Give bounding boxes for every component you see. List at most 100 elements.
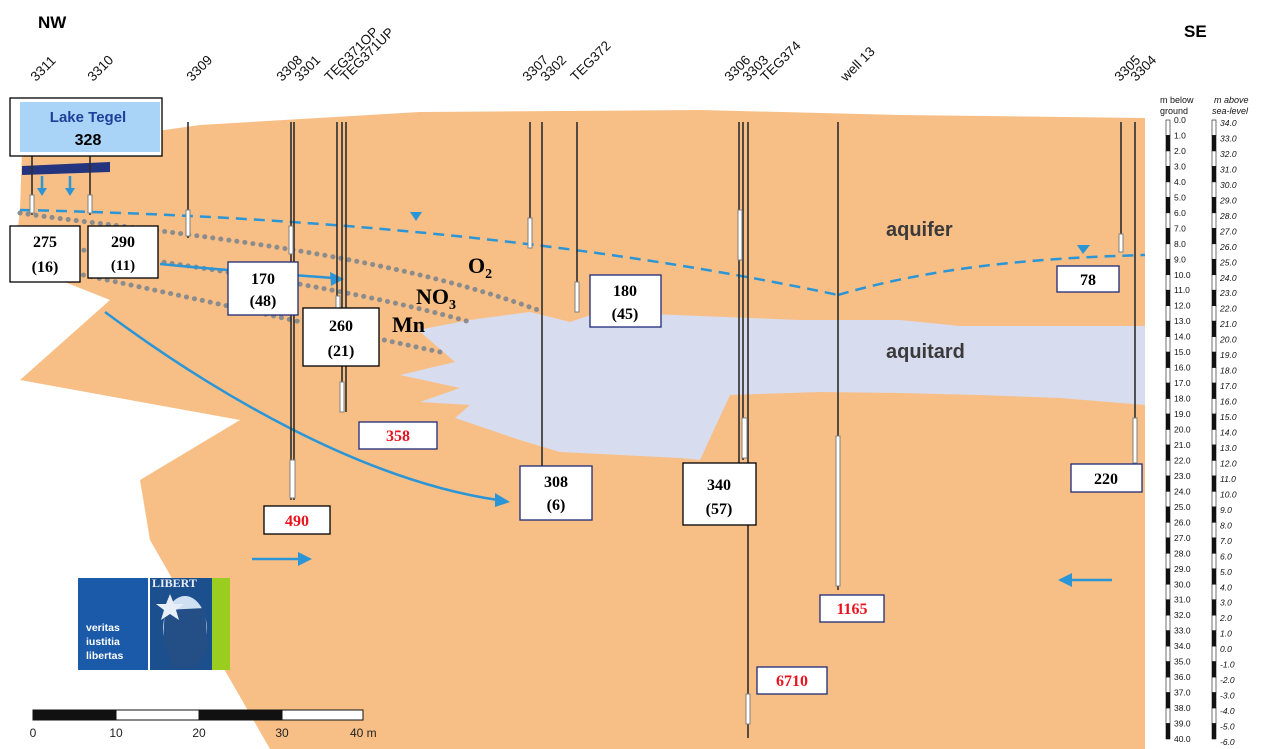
depth-scale-segment-below [1166, 244, 1170, 259]
well-3307-screen [528, 218, 532, 248]
depth-scale-segment-above [1212, 491, 1216, 506]
depth-tick-above: 29.0 [1219, 195, 1237, 205]
value-box-358: 358 [359, 422, 437, 449]
depth-tick-below: 22.0 [1174, 455, 1191, 465]
depth-scale-segment-above [1212, 693, 1216, 708]
depth-scale-segment-below [1166, 693, 1170, 708]
depth-scale-segment-above [1212, 275, 1216, 290]
logo-seal-body [163, 608, 208, 668]
well-3303-screen [742, 418, 747, 458]
well-3301-screen [289, 226, 293, 254]
well-3311-screen [30, 195, 34, 213]
depth-header-above-2: sea-level [1212, 106, 1249, 116]
depth-scale-segment-below [1166, 135, 1170, 150]
well-label-3309: 3309 [184, 52, 216, 84]
depth-tick-above: 0.0 [1220, 644, 1232, 654]
orientation-nw-label: NW [38, 13, 67, 32]
depth-tick-below: 20.0 [1174, 425, 1191, 435]
depth-scale-segment-below [1166, 259, 1170, 274]
depth-scale-segment-above [1212, 553, 1216, 568]
logo-banner-text: LIBERT [152, 576, 197, 590]
depth-tick-above: 13.0 [1220, 443, 1237, 453]
depth-scale-segment-above [1212, 368, 1216, 383]
depth-scale-segment-below [1166, 414, 1170, 429]
depth-header-above-1: m above [1214, 95, 1249, 105]
depth-tick-below: 0.0 [1174, 115, 1186, 125]
depth-scale-segment-below [1166, 430, 1170, 445]
depth-scale-segment-above [1212, 445, 1216, 460]
depth-tick-above: 5.0 [1220, 567, 1232, 577]
depth-tick-below: 29.0 [1174, 564, 1191, 574]
depth-scale-segment-below [1166, 662, 1170, 677]
depth-tick-above: 14.0 [1220, 428, 1237, 438]
value-box-3304: 220 [1071, 464, 1142, 492]
depth-tick-below: 7.0 [1174, 223, 1186, 233]
depth-scale-segment-above [1212, 151, 1216, 166]
depth-tick-below: 5.0 [1174, 192, 1186, 202]
depth-tick-below: 15.0 [1174, 347, 1191, 357]
depth-tick-above: 16.0 [1220, 397, 1237, 407]
scale-bar-segment [199, 710, 282, 720]
depth-scale-segment-below [1166, 615, 1170, 630]
value-main: 290 [111, 234, 135, 251]
depth-tick-above: 9.0 [1220, 505, 1232, 515]
value-box-3302: 308 (6) [520, 466, 592, 520]
well-teg372-screen [575, 282, 579, 312]
value-sub: (21) [328, 343, 355, 360]
scale-bar-segment [116, 710, 199, 720]
value-box-3308-deep: 490 [264, 506, 330, 534]
value-sub: (11) [111, 258, 135, 274]
depth-scale-segment-below [1166, 290, 1170, 305]
depth-tick-above: -4.0 [1220, 706, 1235, 716]
depth-scale-segment-below [1166, 182, 1170, 197]
depth-tick-below: 3.0 [1174, 161, 1186, 171]
value-box-3310: 290 (11) [88, 226, 158, 278]
depth-tick-below: 6.0 [1174, 208, 1186, 218]
depth-scale-segment-above [1212, 507, 1216, 522]
well-teg374-screen [746, 694, 750, 724]
depth-tick-below: 25.0 [1174, 502, 1191, 512]
depth-tick-below: 36.0 [1174, 672, 1191, 682]
lake-tegel-value: 328 [75, 132, 102, 149]
depth-tick-above: 26.0 [1219, 242, 1237, 252]
depth-tick-above: 30.0 [1220, 180, 1237, 190]
depth-tick-below: 39.0 [1174, 719, 1191, 729]
depth-tick-below: 31.0 [1174, 595, 1191, 605]
depth-tick-above: -1.0 [1220, 660, 1235, 670]
value-sub: (57) [706, 501, 733, 518]
value-main: 180 [613, 283, 637, 300]
depth-tick-above: 4.0 [1220, 582, 1232, 592]
depth-scale-segment-below [1166, 368, 1170, 383]
depth-tick-above: 15.0 [1220, 412, 1237, 422]
depth-tick-below: 4.0 [1174, 177, 1186, 187]
depth-tick-below: 38.0 [1174, 703, 1191, 713]
scale-bar-tick-40: 40 m [350, 726, 377, 740]
lake-tegel-name: Lake Tegel [50, 109, 126, 126]
depth-tick-below: 11.0 [1174, 285, 1190, 295]
depth-scale-segment-above [1212, 584, 1216, 599]
value-sub: (48) [250, 293, 277, 310]
well-label-3311: 3311 [28, 53, 59, 84]
depth-scale-segment-above [1212, 213, 1216, 228]
depth-scale-segment-above [1212, 414, 1216, 429]
depth-tick-above: -6.0 [1220, 737, 1235, 747]
depth-tick-above: 17.0 [1220, 381, 1237, 391]
value-main-red: 358 [386, 428, 410, 445]
depth-tick-below: 17.0 [1174, 378, 1191, 388]
depth-scale-segment-above [1212, 522, 1216, 537]
well-3304-screen [1133, 418, 1137, 463]
depth-tick-above: 12.0 [1220, 458, 1237, 468]
depth-scale-segment-above [1212, 166, 1216, 181]
value-main: 78 [1080, 272, 1096, 289]
scale-bar-tick-20: 20 [192, 726, 206, 740]
depth-scale-segment-above [1212, 430, 1216, 445]
depth-scale-segment-above [1212, 600, 1216, 615]
depth-tick-below: 32.0 [1174, 610, 1191, 620]
depth-tick-below: 21.0 [1174, 440, 1191, 450]
depth-scale-segment-above [1212, 321, 1216, 336]
depth-scale-segment-above [1212, 120, 1216, 135]
depth-tick-above: 23.0 [1219, 288, 1237, 298]
well-3308-screen [290, 460, 295, 498]
depth-tick-above: 10.0 [1220, 489, 1237, 499]
depth-scale-segment-below [1166, 337, 1170, 352]
